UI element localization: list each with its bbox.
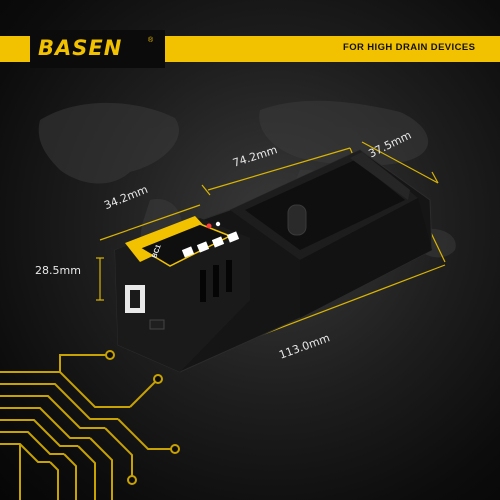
slider-knob <box>287 204 307 236</box>
micro-usb-port <box>149 319 165 330</box>
brand-logo: BASEN <box>38 36 123 60</box>
registered-mark: ® <box>148 37 154 44</box>
cooling-vents <box>200 260 232 302</box>
status-indicator <box>206 223 212 229</box>
circuit-traces-icon <box>0 354 175 500</box>
logo-plate <box>30 30 165 68</box>
tagline: FOR HIGH DRAIN DEVICES <box>343 42 476 53</box>
led-indicators <box>181 231 240 258</box>
height-label: 28.5mm <box>35 264 81 277</box>
